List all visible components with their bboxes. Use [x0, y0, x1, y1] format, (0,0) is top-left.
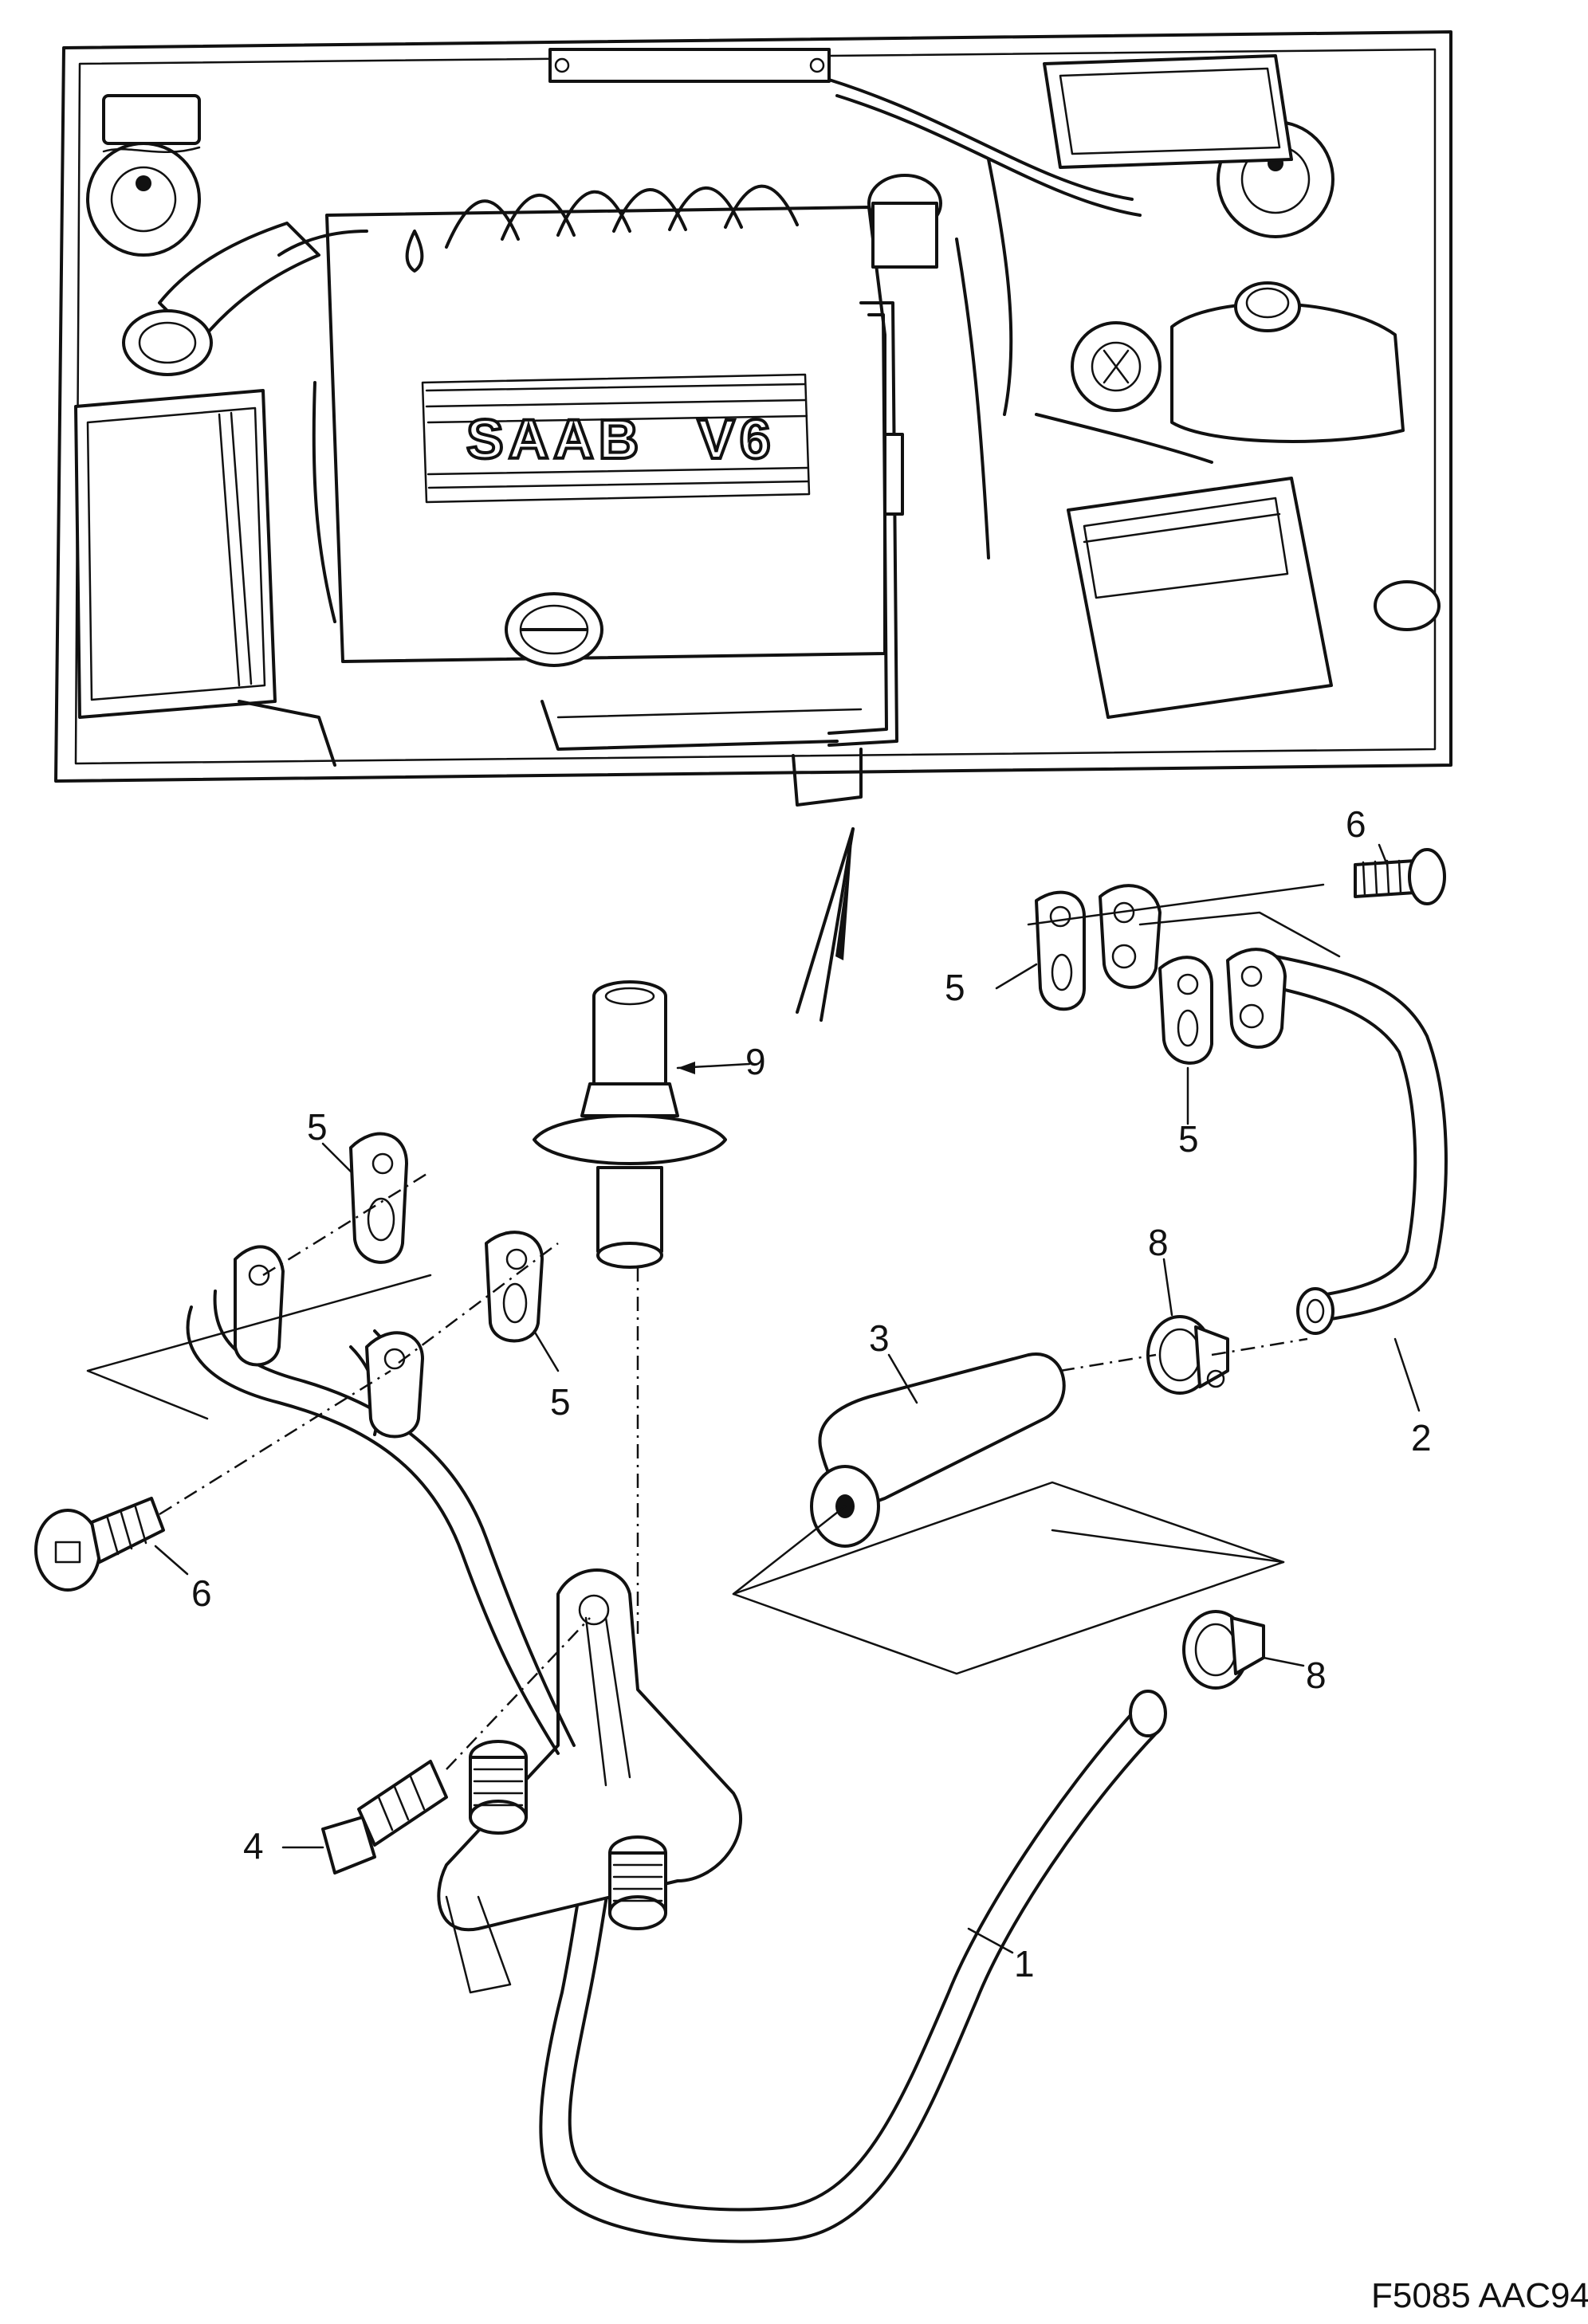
part-9-check-valve: [533, 980, 727, 1634]
callout-5-left: 5: [307, 1106, 328, 1148]
figure-code: F5085 AAC94: [1371, 2276, 1588, 2315]
callout-4: 4: [243, 1825, 264, 1867]
exploded-parts: [34, 827, 1448, 2244]
part-8-clamp-upper: [1059, 1315, 1308, 1395]
callout-8-lower: 8: [1306, 1655, 1327, 1696]
callout-1: 1: [1014, 1943, 1035, 1984]
callout-5-upper-right: 5: [1178, 1118, 1199, 1160]
callout-6-upper: 6: [1346, 803, 1366, 845]
callout-9: 9: [745, 1041, 766, 1082]
part-4-bolt: [321, 1617, 591, 1875]
engine-bay: SAAB V6: [54, 30, 1452, 807]
part-2-pipe: [1258, 955, 1448, 1335]
callout-6-lower: 6: [191, 1572, 212, 1614]
callout-8-upper: 8: [1148, 1222, 1169, 1263]
part-5-washers-left: [86, 1132, 559, 1439]
callout-labels: 9 6 5 5 5 5 8 3 2 6 8 4 1: [191, 803, 1432, 1984]
callout-2: 2: [1411, 1417, 1432, 1458]
part-6-bolt-upper: [1354, 848, 1446, 905]
part-5-washers-upper: [1027, 883, 1341, 1065]
engine-cover-brand-text: SAAB: [466, 408, 643, 470]
part-8-clamp-lower: [1051, 1529, 1285, 1690]
callout-5-middle: 5: [550, 1381, 571, 1423]
part-4-flange-bracket: [437, 1568, 743, 1994]
engine-cover-model-text: V6: [698, 408, 776, 470]
callout-3: 3: [869, 1317, 890, 1359]
callout-5-upper-left: 5: [945, 967, 965, 1008]
part-1-pipe: [539, 1690, 1167, 2244]
part-6-bolt-lower: [34, 1369, 391, 1592]
